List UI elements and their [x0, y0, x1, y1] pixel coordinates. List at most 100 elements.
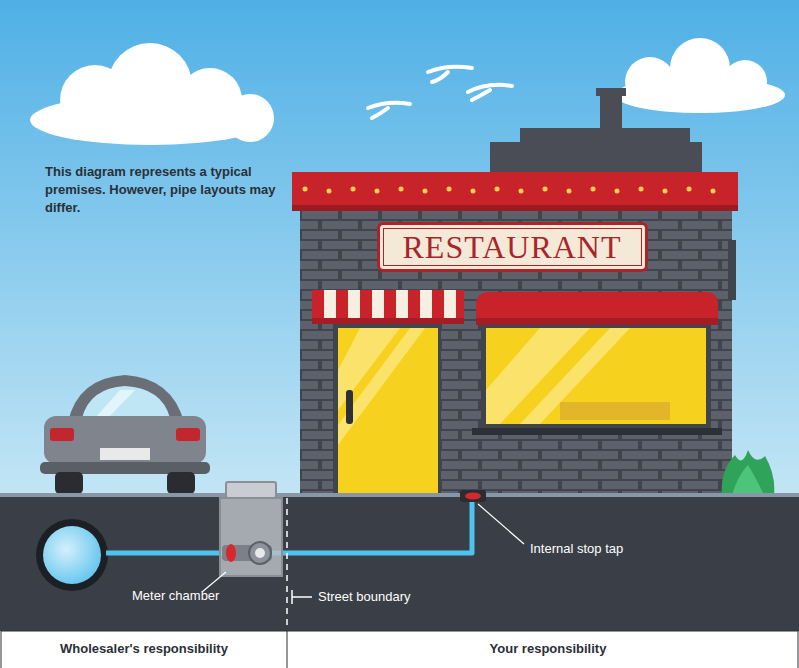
sky	[0, 0, 799, 500]
building	[300, 205, 736, 497]
sign-text: RESTAURANT	[403, 229, 622, 266]
ground	[0, 495, 799, 631]
birds	[468, 85, 512, 100]
top-awning	[663, 189, 668, 194]
meter-chamber	[249, 542, 271, 564]
responsibility-band	[1, 631, 2, 668]
responsibility-band	[0, 631, 799, 668]
top-awning	[639, 187, 644, 192]
top-awning	[292, 172, 738, 211]
meter-chamber	[220, 498, 282, 576]
top-awning	[687, 187, 692, 192]
top-awning	[567, 189, 572, 194]
responsibility-label: Your responsibility	[490, 641, 607, 656]
responsibility-band	[1, 631, 798, 632]
supply-pipe	[106, 500, 472, 553]
top-awning	[495, 187, 500, 192]
water-main	[43, 526, 101, 584]
top-awning	[471, 189, 476, 194]
label-holder: Street boundary	[318, 589, 411, 604]
cloud	[723, 60, 767, 104]
door	[333, 324, 441, 496]
roof	[520, 128, 690, 144]
plant	[732, 465, 764, 495]
door	[312, 318, 464, 324]
roof	[596, 88, 626, 96]
top-awning	[399, 187, 404, 192]
responsibility-band	[1, 631, 798, 668]
car	[167, 472, 195, 494]
label-holder: Meter chamber	[132, 588, 219, 603]
leader-line	[202, 504, 524, 592]
car	[82, 386, 170, 418]
window	[486, 328, 706, 424]
water-main	[36, 519, 108, 591]
top-awning	[303, 187, 716, 194]
stop-tap	[465, 493, 481, 500]
door	[312, 290, 464, 324]
street-boundary	[287, 498, 312, 630]
meter-chamber	[255, 548, 265, 558]
cloud	[625, 57, 675, 107]
building	[300, 205, 732, 497]
part-label: Meter chamber	[132, 588, 219, 603]
part-label: Internal stop tap	[530, 541, 623, 556]
boundary-label: Street boundary	[318, 589, 411, 604]
top-awning	[351, 187, 356, 192]
top-awning	[292, 172, 738, 210]
cloud	[226, 94, 274, 142]
car	[100, 448, 150, 460]
responsibility-band	[287, 631, 288, 668]
window	[476, 292, 718, 325]
window	[481, 325, 711, 429]
building	[728, 240, 736, 300]
birds	[428, 67, 472, 82]
responsibility-band	[798, 631, 799, 668]
birds	[368, 67, 512, 118]
stop-tap	[460, 490, 486, 502]
water-main	[36, 519, 108, 591]
street-boundary	[292, 596, 312, 598]
top-awning	[591, 187, 596, 192]
sign-board: RESTAURANT	[377, 222, 648, 272]
car	[55, 472, 83, 494]
car	[95, 390, 135, 418]
label-holder: Internal stop tap	[530, 541, 623, 556]
top-awning	[292, 205, 738, 211]
roof	[490, 142, 702, 174]
top-awning	[615, 189, 620, 194]
responsibility-label: Wholesaler's responsibility	[60, 641, 228, 656]
top-awning	[711, 189, 716, 194]
door	[338, 328, 438, 496]
responsibility-band	[0, 631, 799, 668]
car	[40, 375, 210, 494]
leader-line	[478, 504, 524, 544]
stop-tap	[460, 490, 486, 502]
ground	[0, 493, 799, 631]
top-awning	[423, 189, 428, 194]
door	[338, 328, 425, 445]
cloud	[30, 43, 274, 145]
door	[346, 390, 353, 424]
sky	[0, 0, 799, 500]
street-boundary	[286, 498, 288, 630]
window	[560, 402, 670, 420]
meter-chamber	[220, 482, 282, 576]
window	[476, 318, 718, 325]
car	[68, 375, 184, 422]
label-holder: This diagram represents a typical premis…	[45, 163, 277, 217]
door	[312, 290, 464, 496]
top-awning	[327, 189, 332, 194]
cloud	[615, 38, 785, 113]
car	[44, 416, 206, 464]
top-awning	[447, 187, 452, 192]
top-awning	[543, 187, 548, 192]
label-holder: Wholesaler's responsibility	[60, 641, 228, 656]
car	[50, 428, 74, 441]
plant	[722, 450, 775, 495]
window	[472, 292, 722, 435]
ground	[0, 493, 799, 497]
